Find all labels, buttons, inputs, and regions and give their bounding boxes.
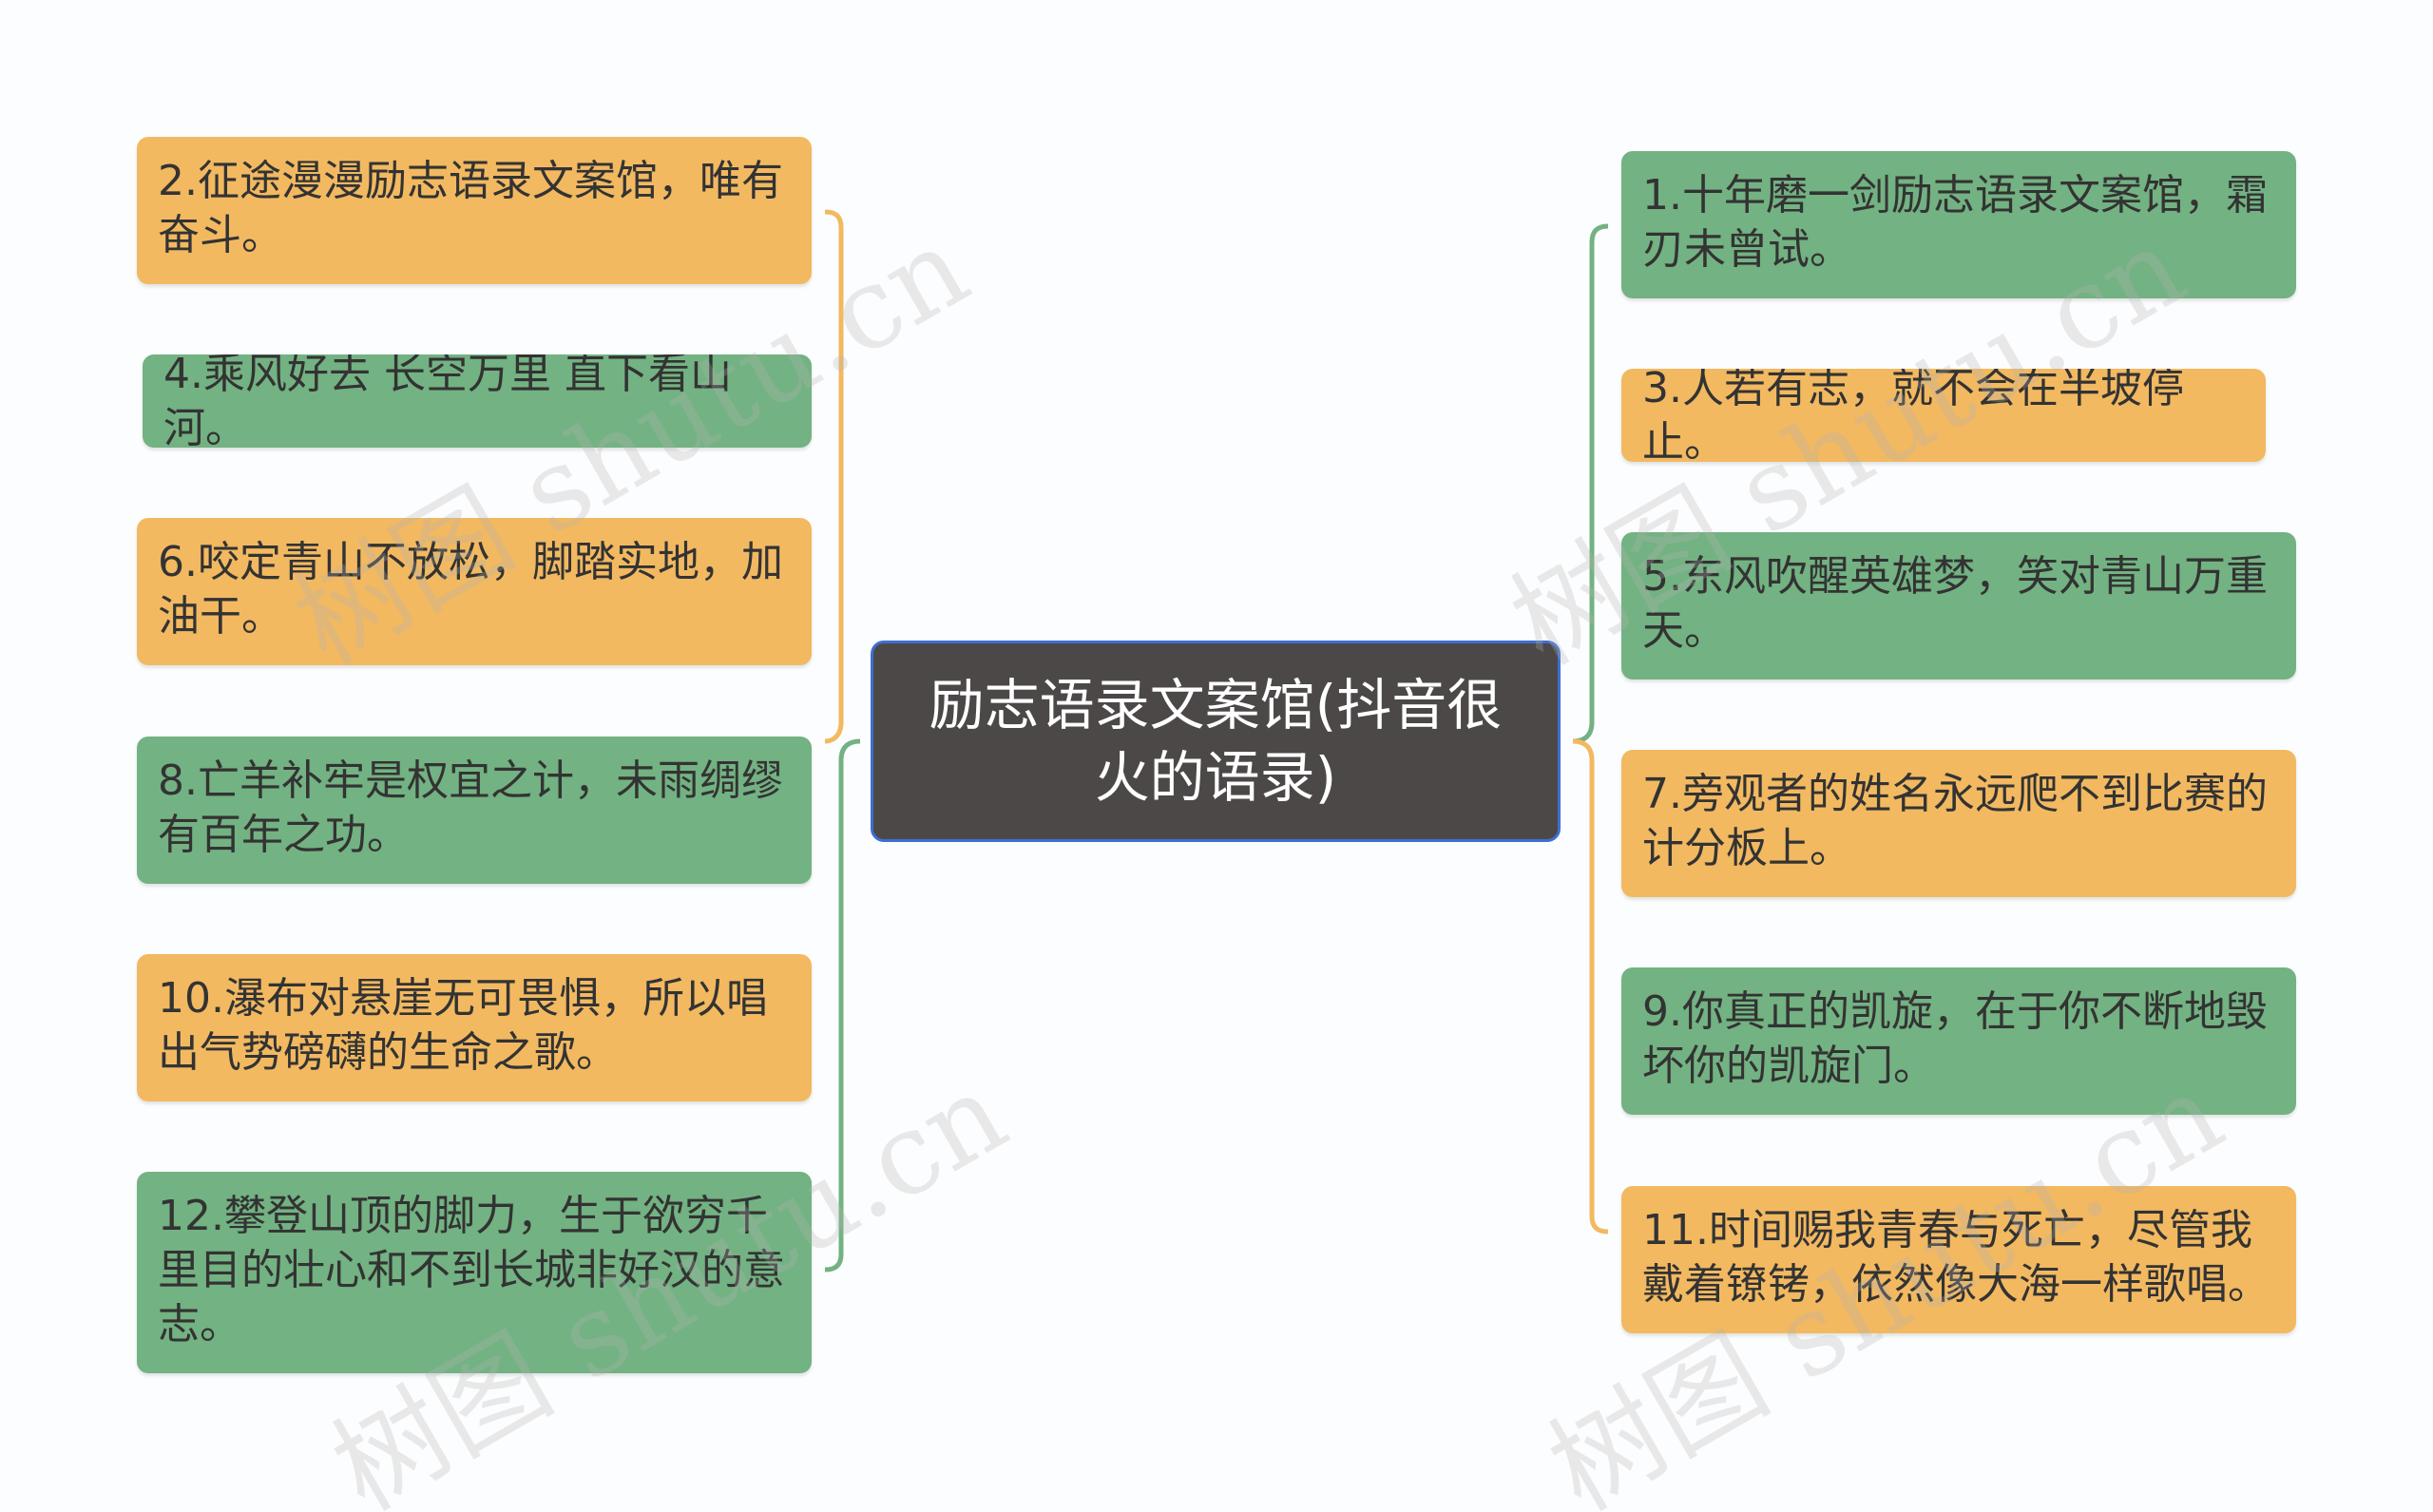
topic-node-7[interactable]: 7.旁观者的姓名永远爬不到比赛的计分板上。 (1621, 750, 2296, 897)
topic-node-10[interactable]: 10.瀑布对悬崖无可畏惧，所以唱出气势磅礴的生命之歌。 (137, 954, 812, 1101)
topic-node-8-text: 8.亡羊补牢是权宜之计，未雨绸缪有百年之功。 (158, 756, 783, 859)
connector-left-upper (824, 209, 844, 744)
topic-node-4-text: 4.乘风好去 长空万里 直下看山河。 (163, 354, 732, 448)
topic-node-2[interactable]: 2.征途漫漫励志语录文案馆，唯有奋斗。 (137, 137, 812, 284)
topic-node-9-text: 9.你真正的凯旋，在于你不断地毁坏你的凯旋门。 (1642, 987, 2268, 1090)
connector-left-lower (824, 738, 861, 1273)
topic-node-9[interactable]: 9.你真正的凯旋，在于你不断地毁坏你的凯旋门。 (1621, 967, 2296, 1115)
connector-right-lower (1572, 738, 1609, 1234)
topic-node-12[interactable]: 12.攀登山顶的脚力，生于欲穷千里目的壮心和不到长城非好汉的意志。 (137, 1172, 812, 1373)
topic-node-3-text: 3.人若有志，就不会在半坡停止。 (1642, 369, 2184, 462)
topic-node-10-text: 10.瀑布对悬崖无可畏惧，所以唱出气势磅礴的生命之歌。 (158, 974, 768, 1077)
connector-right-upper (1572, 223, 1609, 744)
topic-node-8[interactable]: 8.亡羊补牢是权宜之计，未雨绸缪有百年之功。 (137, 737, 812, 884)
topic-node-11[interactable]: 11.时间赐我青春与死亡，尽管我戴着镣铐，依然像大海一样歌唱。 (1621, 1186, 2296, 1333)
topic-node-3[interactable]: 3.人若有志，就不会在半坡停止。 (1621, 369, 2266, 462)
topic-node-11-text: 11.时间赐我青春与死亡，尽管我戴着镣铐，依然像大海一样歌唱。 (1642, 1206, 2270, 1309)
topic-node-6-text: 6.咬定青山不放松，脚踏实地，加油干。 (158, 538, 783, 641)
central-topic-text: 励志语录文案馆(抖音很火的语录) (929, 673, 1503, 810)
topic-node-7-text: 7.旁观者的姓名永远爬不到比赛的计分板上。 (1642, 770, 2268, 872)
topic-node-5-text: 5.东风吹醒英雄梦，笑对青山万重天。 (1642, 552, 2268, 655)
topic-node-2-text: 2.征途漫漫励志语录文案馆，唯有奋斗。 (158, 157, 783, 259)
topic-node-4[interactable]: 4.乘风好去 长空万里 直下看山河。 (143, 354, 812, 448)
topic-node-1-text: 1.十年磨一剑励志语录文案馆，霜刃未曾试。 (1642, 171, 2268, 274)
topic-node-1[interactable]: 1.十年磨一剑励志语录文案馆，霜刃未曾试。 (1621, 151, 2296, 298)
topic-node-6[interactable]: 6.咬定青山不放松，脚踏实地，加油干。 (137, 518, 812, 665)
topic-node-5[interactable]: 5.东风吹醒英雄梦，笑对青山万重天。 (1621, 532, 2296, 679)
topic-node-12-text: 12.攀登山顶的脚力，生于欲穷千里目的壮心和不到长城非好汉的意志。 (158, 1192, 785, 1349)
central-topic[interactable]: 励志语录文案馆(抖音很火的语录) (871, 641, 1561, 842)
